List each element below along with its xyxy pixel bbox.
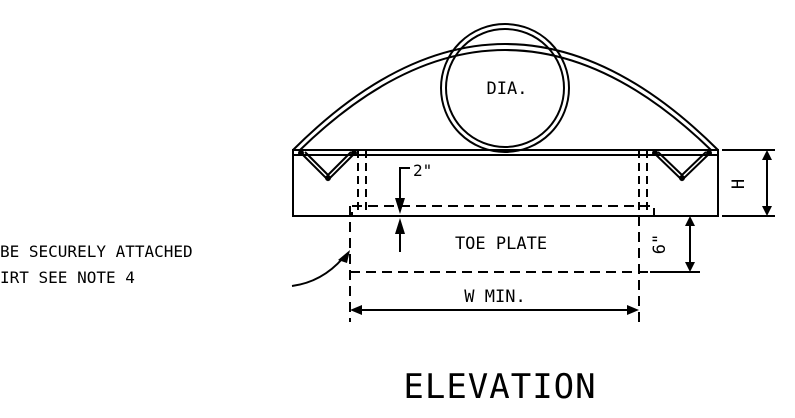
toe-plate-label: TOE PLATE xyxy=(455,234,547,254)
toe-plate-outline xyxy=(349,205,688,322)
height-dimension xyxy=(722,149,775,217)
toe-arrow-down xyxy=(685,262,695,272)
note-leader xyxy=(291,257,344,287)
clearance-arrow-up xyxy=(395,218,405,234)
view-title: ELEVATION xyxy=(403,367,596,407)
clearance-arrow-down xyxy=(395,198,405,214)
toe-arrow-up xyxy=(685,216,695,226)
width-arrow-left xyxy=(350,305,362,315)
diameter-label: DIA. xyxy=(487,79,528,99)
pipe-outer-circle xyxy=(440,23,570,153)
clearance-label: 2" xyxy=(413,161,432,180)
arch-inner xyxy=(299,49,712,151)
bracket-pins xyxy=(298,150,712,181)
clearance-dimension xyxy=(399,167,410,252)
width-arrow-right xyxy=(627,305,639,315)
note-leader-arrow xyxy=(338,250,350,263)
pipe-inner-circle xyxy=(445,28,565,148)
height-label: H xyxy=(729,179,749,189)
width-label: W MIN. xyxy=(464,287,525,307)
base-frame xyxy=(292,149,719,217)
height-arrow-up xyxy=(762,150,772,160)
note-line-2: IRT SEE NOTE 4 xyxy=(0,268,135,287)
toe-height-label: 6" xyxy=(650,234,670,254)
height-arrow-down xyxy=(762,206,772,216)
toe-height-dimension xyxy=(650,224,700,273)
arch-outer xyxy=(292,43,719,151)
note-line-1: BE SECURELY ATTACHED xyxy=(0,242,193,261)
